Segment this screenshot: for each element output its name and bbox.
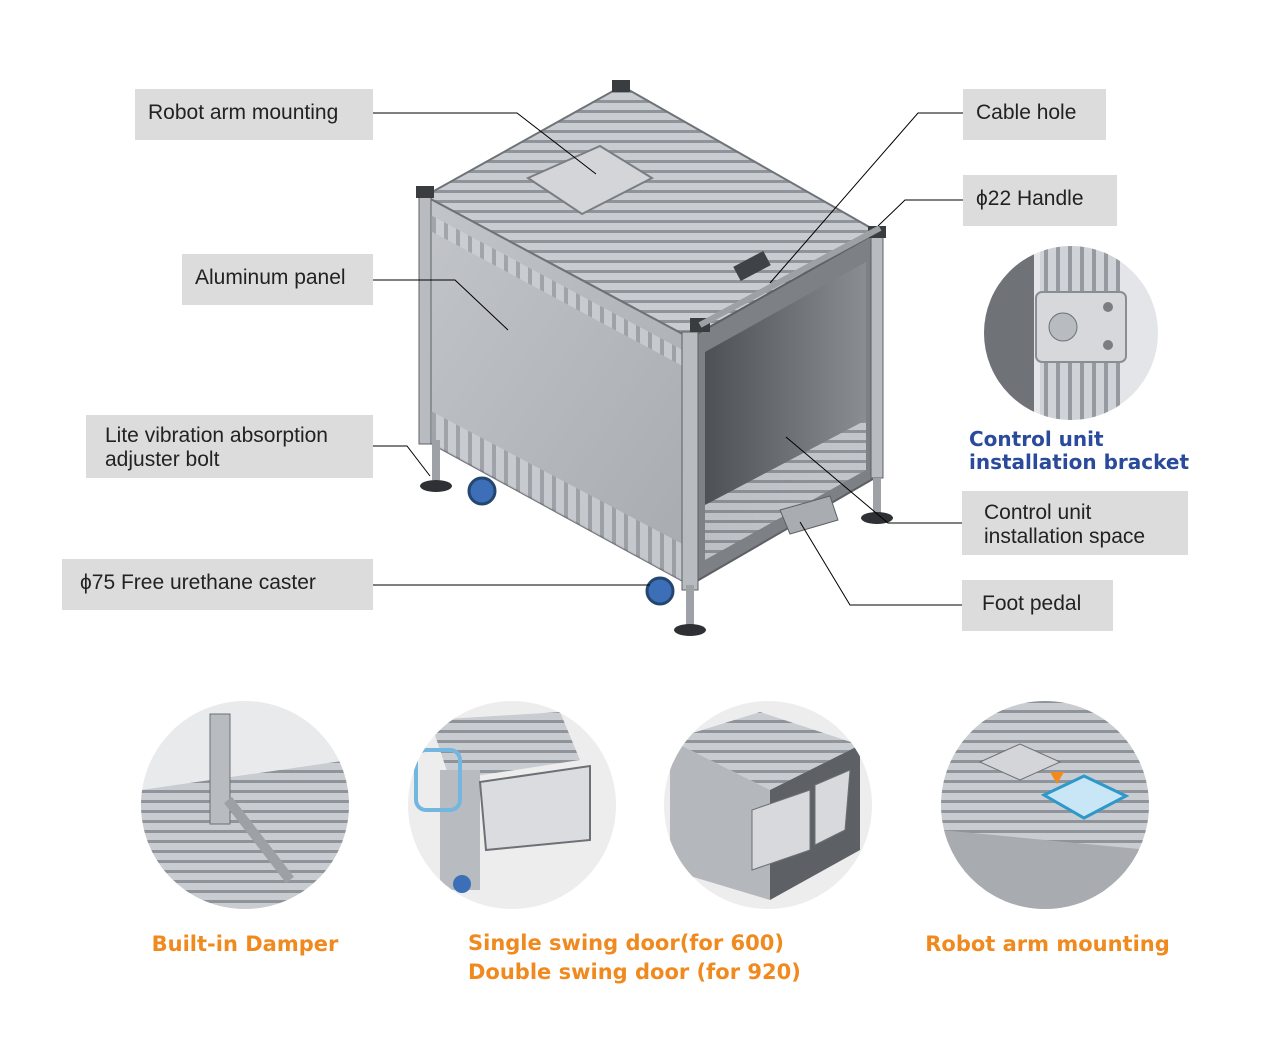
callout-control-space-line1: Control unit <box>984 501 1092 524</box>
bracket-inset-image <box>984 246 1158 420</box>
cabinet-drawing <box>416 80 893 636</box>
callout-cable-hole-text: Cable hole <box>976 101 1077 124</box>
inset-caption-line1: Control unit <box>969 427 1104 451</box>
callout-foot-pedal-text: Foot pedal <box>982 592 1082 615</box>
inset-caption-line2: installation bracket <box>969 450 1190 474</box>
callout-robot-arm-mounting: Robot arm mounting <box>135 89 373 140</box>
callout-adjuster-line2: adjuster bolt <box>105 448 220 471</box>
callout-handle-text: ϕ22 Handle <box>976 187 1084 210</box>
swing-door-image <box>408 701 616 909</box>
feature-label-door-line2: Double swing door (for 920) <box>468 960 801 984</box>
callout-robot-arm-mounting-text: Robot arm mounting <box>148 101 339 124</box>
double-door-image <box>664 701 872 909</box>
callout-aluminum-panel: Aluminum panel <box>182 254 373 305</box>
feature-label-damper-text: Built-in Damper <box>151 932 339 956</box>
callout-adjuster-line1: Lite vibration absorption <box>105 424 328 447</box>
feature-label-mounting-text: Robot arm mounting <box>925 932 1170 956</box>
callout-adjuster-bolt: Lite vibration absorption adjuster bolt <box>86 415 373 478</box>
feature-label-mounting: Robot arm mounting <box>905 930 1190 959</box>
feature-label-door-line1: Single swing door(for 600) <box>468 931 784 955</box>
callout-cable-hole: Cable hole <box>963 89 1106 140</box>
callout-control-unit-space: Control unit installation space <box>962 491 1188 555</box>
callout-foot-pedal: Foot pedal <box>962 580 1113 631</box>
inset-caption: Control unit installation bracket <box>969 428 1189 474</box>
callout-caster: ϕ75 Free urethane caster <box>62 559 373 610</box>
callout-caster-text: ϕ75 Free urethane caster <box>80 571 316 594</box>
callout-aluminum-panel-text: Aluminum panel <box>195 266 346 289</box>
feature-label-damper: Built-in Damper <box>120 930 370 959</box>
feature-label-door: Single swing door(for 600) Double swing … <box>440 929 840 987</box>
callout-handle: ϕ22 Handle <box>963 175 1117 226</box>
leader-lines <box>373 112 963 606</box>
damper-image <box>141 701 349 909</box>
callout-control-space-line2: installation space <box>984 525 1146 548</box>
mounting-detail-image <box>941 701 1149 909</box>
